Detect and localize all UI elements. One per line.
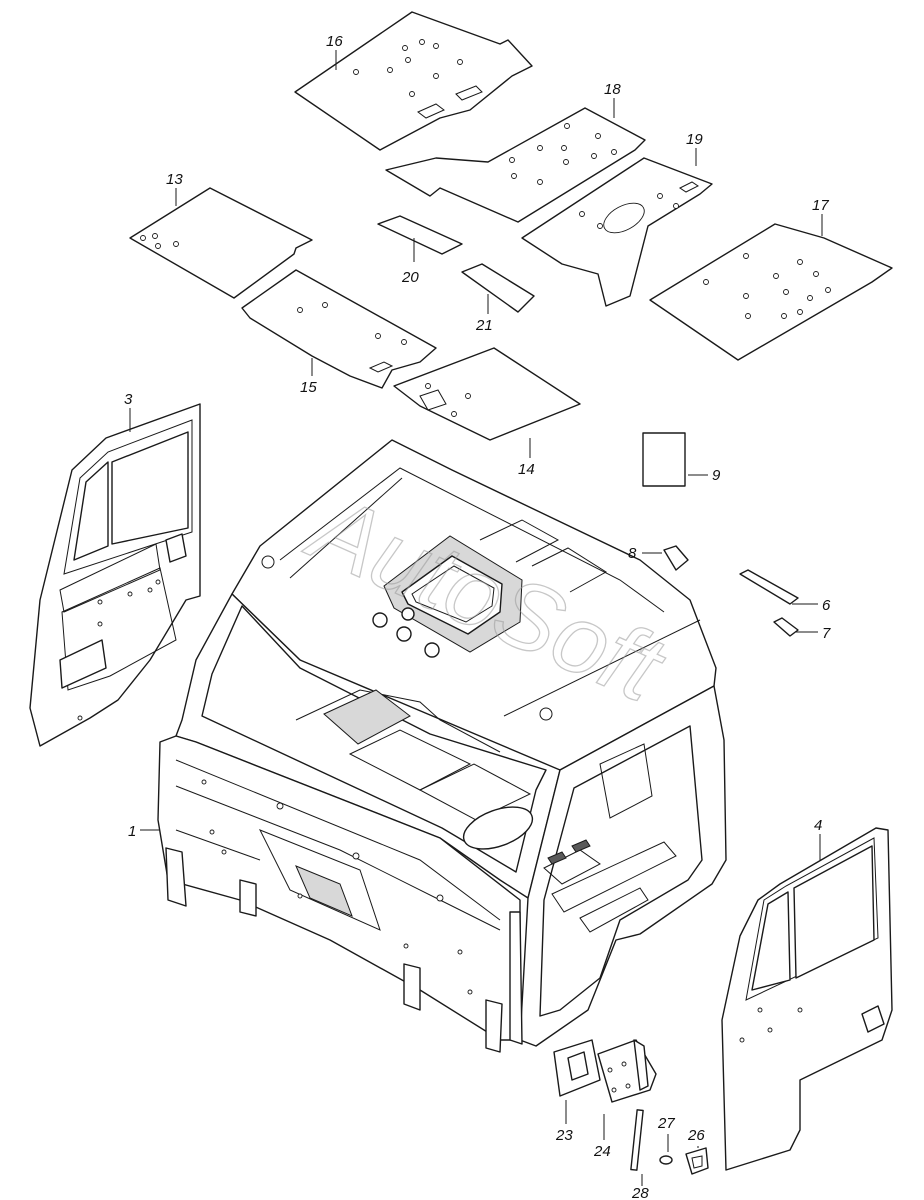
callout-19: 19	[686, 131, 703, 148]
mat-14	[393, 347, 581, 441]
hinge-plate-23	[553, 1039, 601, 1097]
callout-18: 18	[604, 81, 621, 98]
callout-14: 14	[518, 461, 535, 478]
pad-8	[663, 545, 689, 571]
mat-16	[294, 11, 533, 151]
pin-28	[630, 1109, 644, 1171]
pad-20	[377, 215, 463, 255]
mat-13	[129, 187, 313, 299]
mat-19	[521, 157, 713, 307]
mat-17	[649, 223, 893, 361]
callout-13: 13	[166, 171, 183, 188]
door-4	[721, 827, 893, 1171]
callout-27: 27	[657, 1115, 675, 1132]
callout-24: 24	[593, 1143, 611, 1160]
callout-9: 9	[712, 467, 721, 484]
pad-21	[461, 263, 535, 313]
mat-15	[241, 269, 437, 389]
bolt-26	[685, 1147, 709, 1175]
cab-body	[157, 439, 727, 1053]
pad-7	[773, 617, 799, 637]
callout-8: 8	[628, 545, 637, 562]
callout-20: 20	[401, 269, 419, 286]
callout-23: 23	[555, 1127, 573, 1144]
callout-1: 1	[128, 823, 136, 840]
callout-28: 28	[631, 1185, 649, 1200]
callout-15: 15	[300, 379, 317, 396]
washer-27	[659, 1155, 673, 1165]
mat-18	[385, 107, 646, 223]
callout-6: 6	[822, 597, 831, 614]
callout-3: 3	[124, 391, 133, 408]
callout-17: 17	[812, 197, 829, 214]
callout-21: 21	[475, 317, 493, 334]
callout-4: 4	[814, 817, 822, 834]
pad-9	[642, 432, 686, 487]
door-3	[29, 403, 201, 747]
callout-7: 7	[822, 625, 831, 642]
callout-26: 26	[687, 1127, 705, 1144]
callout-16: 16	[326, 33, 343, 50]
strip-6	[739, 569, 799, 605]
hinge-24	[597, 1039, 657, 1103]
